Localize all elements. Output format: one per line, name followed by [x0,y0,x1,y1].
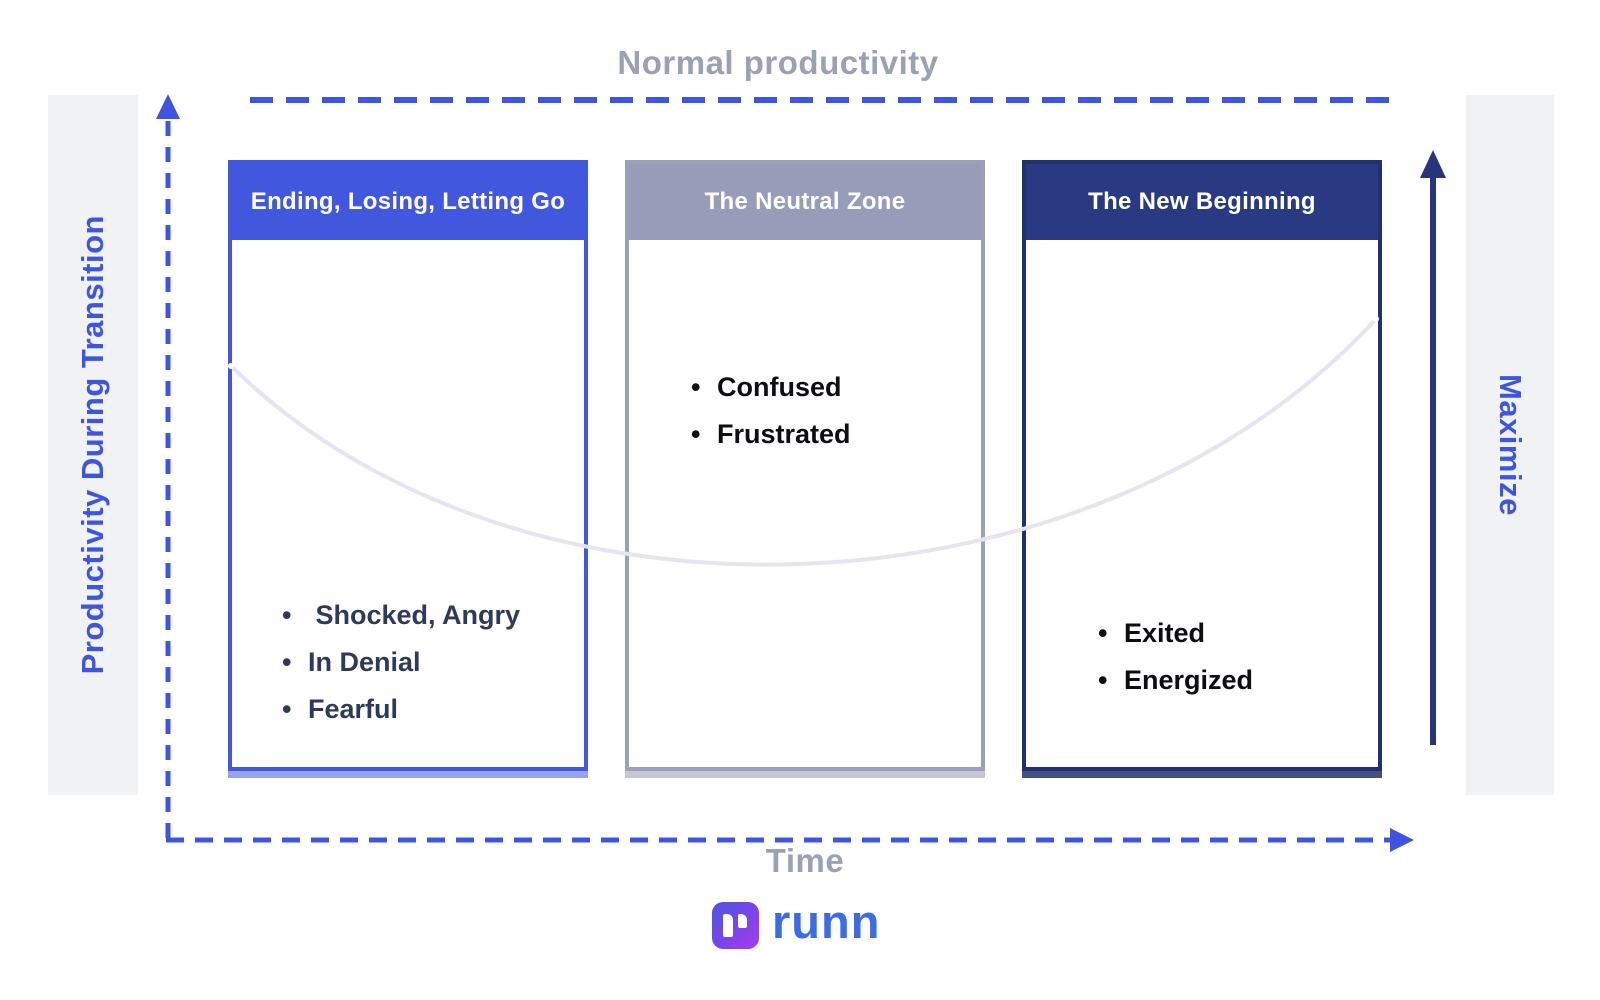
runn-logo: runn [712,898,880,953]
y-axis-arrowhead-icon [156,94,180,119]
phase-title: The New Beginning [1088,188,1316,215]
logo-r-glyph [738,914,747,928]
phase-card-header: Ending, Losing, Letting Go [232,164,584,240]
phase-card-neutral-zone: The Neutral Zone Confused Frustrated [625,160,985,771]
bullet-item: Exited [1094,610,1378,657]
phase-card-ending: Ending, Losing, Letting Go Shocked, Angr… [228,160,588,771]
bullet-item: Confused [687,364,981,411]
x-axis-arrowhead-icon [1390,828,1414,852]
bullet-item: Fearful [278,686,584,733]
phase-card-header: The New Beginning [1026,164,1378,240]
phase-bullet-list: Shocked, Angry In Denial Fearful [232,592,584,733]
maximize-label: Maximize [1493,374,1528,516]
y-axis-label: Productivity During Transition [75,215,110,675]
phase-card-new-beginning: The New Beginning Exited Energized [1022,160,1382,771]
bullet-item: Frustrated [687,411,981,458]
phase-card-header: The Neutral Zone [629,164,981,240]
phase-title: Ending, Losing, Letting Go [250,188,566,215]
runn-logo-icon [712,902,759,949]
time-axis-label: Time [765,842,845,879]
bullet-item: Energized [1094,657,1378,704]
logo-r-glyph [723,914,733,937]
maximize-rail: Maximize [1466,95,1554,795]
phase-bullet-list: Confused Frustrated [629,364,981,458]
runn-wordmark: runn [772,895,881,948]
normal-productivity-label: Normal productivity [617,44,939,81]
maximize-arrowhead-icon [1420,150,1446,178]
phase-title: The Neutral Zone [704,188,906,215]
phase-bullet-list: Exited Energized [1026,610,1378,704]
bullet-item: In Denial [278,639,584,686]
bullet-item: Shocked, Angry [278,592,584,639]
y-axis-rail: Productivity During Transition [48,95,138,795]
